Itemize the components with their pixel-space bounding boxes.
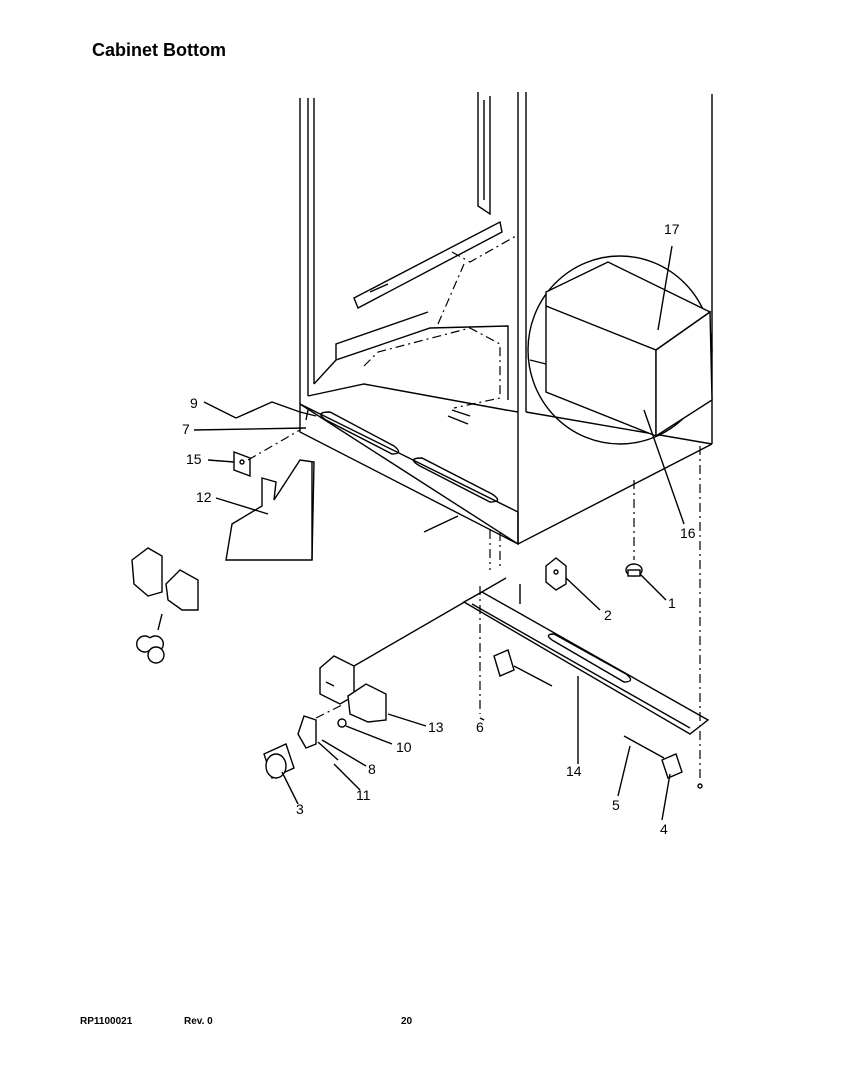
- cabinet-bottom-detail-bubble: [527, 255, 713, 445]
- part-1-leveler: [625, 480, 643, 577]
- callout-4: 4: [660, 821, 668, 837]
- callout-2: 2: [604, 607, 612, 623]
- callout-leaders: [193, 245, 685, 821]
- cabinet-shell: [299, 92, 713, 546]
- callout-1: 1: [668, 595, 676, 611]
- callout-17: 17: [664, 221, 680, 237]
- part-13-bracket: [319, 577, 507, 723]
- page-number: 20: [401, 1016, 413, 1027]
- revision-label: Rev. 0: [184, 1016, 213, 1027]
- callout-10: 10: [396, 739, 412, 755]
- document-id: RP1100021: [80, 1016, 133, 1027]
- callout-11: 11: [356, 787, 371, 803]
- callout-13: 13: [428, 719, 444, 735]
- left-roller-assembly: [131, 547, 199, 664]
- part-9-wire: [235, 401, 317, 419]
- assembly-lines: [247, 429, 703, 789]
- part-14-base-rail: [462, 584, 710, 735]
- callout-5: 5: [612, 797, 620, 813]
- callout-15: 15: [186, 451, 202, 467]
- callout-14: 14: [566, 763, 582, 779]
- callout-3: 3: [296, 801, 304, 817]
- part-12-panel: [225, 459, 315, 561]
- callout-7: 7: [182, 421, 190, 437]
- callout-6: 6: [476, 719, 484, 735]
- caster-assembly: [263, 703, 347, 779]
- callout-12: 12: [196, 489, 212, 505]
- page-title: Cabinet Bottom: [92, 40, 226, 60]
- part-2-bracket: [545, 557, 567, 591]
- roller-pin-parts: [493, 649, 683, 779]
- callout-8: 8: [368, 761, 376, 777]
- callout-9: 9: [190, 395, 198, 411]
- part-15-bracket: [233, 450, 251, 478]
- callout-labels: 1 2 3 4 5 6 7 8 9 10 11 12 13 14 15 16 1…: [182, 221, 696, 837]
- callout-16: 16: [680, 525, 696, 541]
